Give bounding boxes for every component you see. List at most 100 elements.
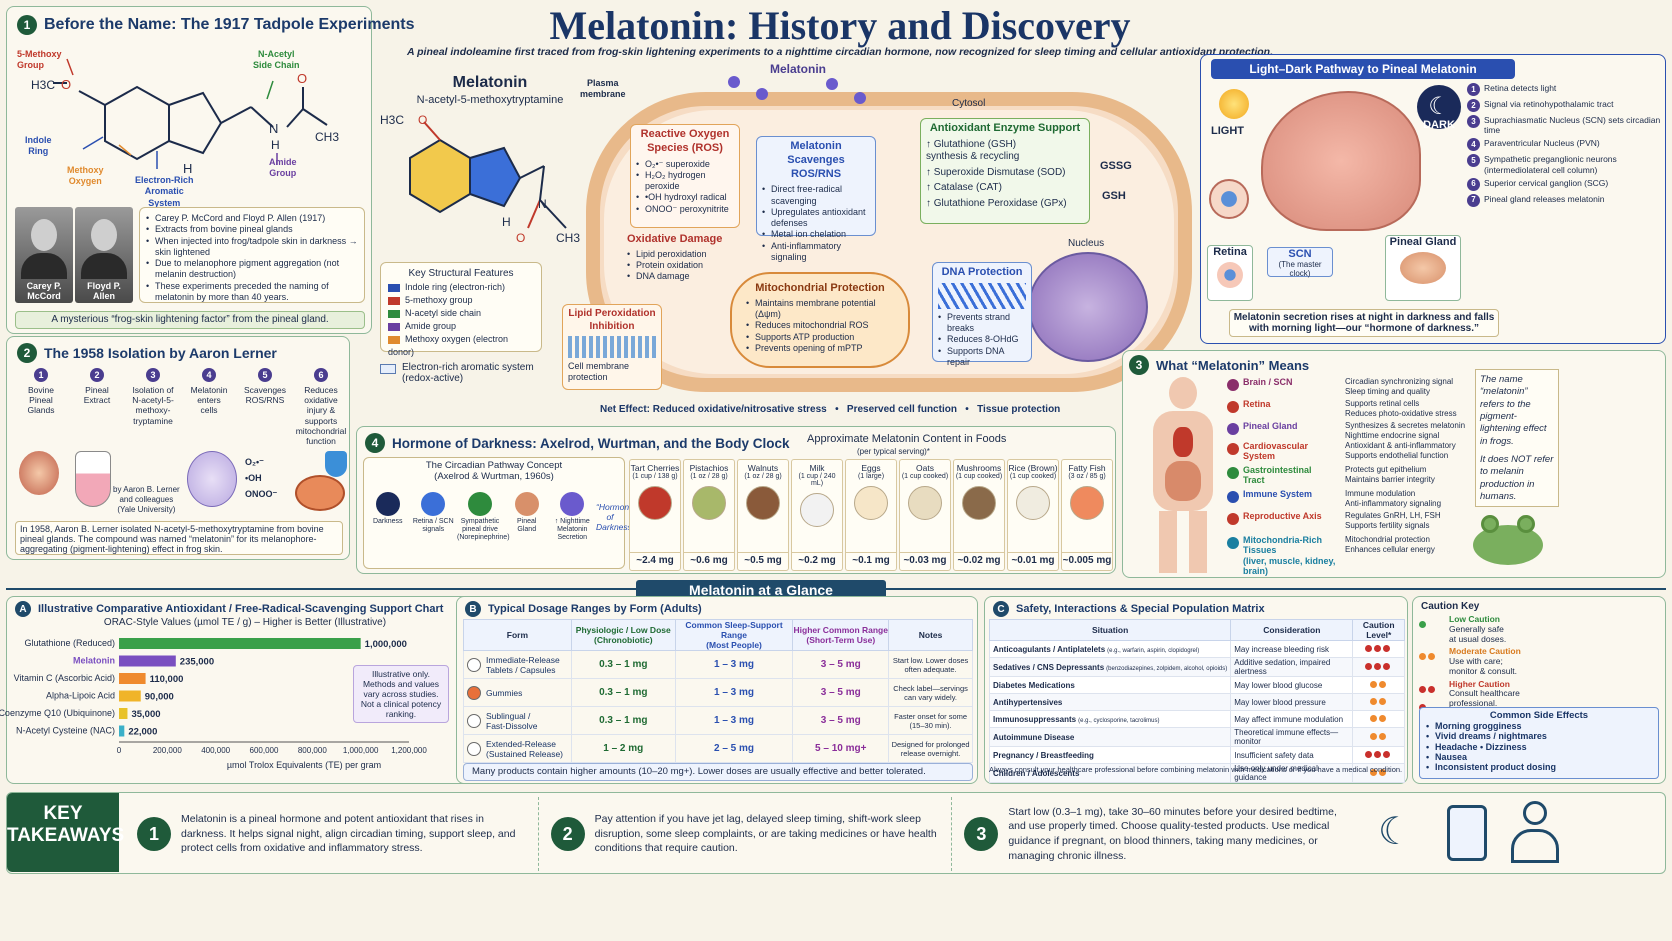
panel-title: Hormone of Darkness: Axelrod, Wurtman, a… [392, 435, 790, 451]
concept-step-label: ↑ Nighttime Melatonin Secretion [554, 518, 590, 542]
organ-name: Immune System [1243, 489, 1313, 499]
food-serving: (1 cup cooked) [1009, 473, 1057, 480]
food-serving: (1 cup cooked) [955, 473, 1003, 480]
step-number: 4 [1467, 138, 1480, 152]
dna-protection-box: DNA Protection Prevents strand breaks Re… [932, 262, 1032, 367]
label-n-acetyl: N-Acetyl Side Chain [253, 49, 300, 71]
organ-desc-item: Mitochondrial protection [1345, 535, 1430, 544]
fact-item: Carey P. McCord and Floyd P. Allen (1917… [146, 213, 358, 225]
food-name: Rice (Brown) [1008, 463, 1058, 473]
food-icon [692, 486, 726, 520]
mitochondrion-icon [295, 475, 345, 511]
fact-item: Due to melanophore pigment aggregation (… [146, 258, 358, 281]
value-label: 235,000 [180, 657, 214, 668]
food-icon [908, 486, 942, 520]
oxidative-title: Oxidative Damage [627, 233, 723, 245]
takeaway-number: 2 [550, 817, 585, 851]
situation-cell: Children / Adolescents [988, 763, 1232, 783]
food-serving: (1 cup / 240 mL) [798, 473, 836, 487]
organ-desc-item: Supports endothelial function [1345, 450, 1449, 460]
situation-example: (e.g., cyclosporine, tacrolimus) [1078, 718, 1160, 724]
food-item: Walnuts(1 oz / 28 g)~0.5 mg [737, 459, 789, 571]
situation: Anticoagulants / Antiplatelets [993, 645, 1106, 654]
table-header: Notes [888, 619, 973, 651]
caution-dot [1419, 621, 1426, 628]
caution-dot [1365, 645, 1373, 652]
section-letter: C [993, 601, 1009, 617]
step-number: 3 [1467, 115, 1480, 128]
organ-icon [1227, 467, 1239, 479]
chart-note: Illustrative only. Methods and values va… [353, 665, 449, 723]
x-tick-label: 0 [117, 746, 122, 755]
situation-cell: Autoimmune Disease [988, 727, 1232, 747]
panel-hormone-of-darkness: 4 Hormone of Darkness: Axelrod, Wurtman,… [356, 426, 1116, 574]
caution-level [1352, 676, 1405, 694]
caution-dot [1419, 653, 1426, 661]
caution-level [1352, 746, 1405, 764]
consideration: May increase bleeding risk [1230, 640, 1354, 658]
caution-level [1352, 693, 1405, 711]
step-text: Suprachiasmatic Nucleus (SCN) sets circa… [1484, 115, 1661, 136]
light-label: LIGHT [1211, 125, 1244, 137]
organ-desc-item: Enhances cellular energy [1345, 544, 1435, 554]
caution-level [1352, 640, 1405, 658]
legend-label: Methoxy oxygen (electron donor) [388, 334, 509, 358]
svg-text:O: O [418, 113, 427, 127]
amide-hydrogen: H [271, 138, 280, 152]
food-icon [1070, 486, 1104, 520]
organ-name: Cardiovascular System [1243, 441, 1309, 462]
x-tick-label: 600,000 [250, 746, 279, 755]
food-melatonin-mg: ~0.2 mg [792, 552, 842, 566]
organ-desc-item: Anti-inflammatory signaling [1345, 498, 1442, 508]
pathway-step: 3 Suprachiasmatic Nucleus (SCN) sets circ… [1467, 115, 1663, 135]
portrait-mccord: Carey P. McCord [15, 207, 73, 303]
structural-features-legend: Key Structural Features Indole ring (ele… [380, 262, 542, 357]
step-number: 6 [1467, 177, 1480, 191]
food-name: Milk [809, 463, 825, 473]
label-electron-rich: Electron-Rich Aromatic System [135, 175, 194, 208]
foods-title: Approximate Melatonin Content in Foods [807, 433, 1007, 445]
concept-step-label: Sympathetic pineal drive (Norepinephrine… [457, 518, 510, 542]
legend-item: Amide group [388, 320, 534, 333]
caution-level [1352, 657, 1405, 677]
situation: Sedatives / CNS Depressants [993, 663, 1105, 672]
section-number: 4 [365, 433, 385, 453]
retina-icon [1217, 262, 1243, 288]
consideration: Use only under medical guidance [1230, 763, 1354, 783]
melatonin-structure-diagram: O O H3C CH3 N H H [31, 58, 339, 176]
enzyme-support-box: Antioxidant Enzyme Support ↑ Glutathione… [920, 118, 1090, 224]
food-melatonin-mg: ~0.01 mg [1008, 552, 1058, 566]
legend-swatch [388, 283, 400, 292]
caution-dot [1374, 645, 1382, 652]
oxidative-damage-box: Oxidative Damage Lipid peroxidation Prot… [622, 230, 732, 290]
scavenge-item: Direct free-radical scavenging [762, 184, 870, 207]
aromatic-note: Electron-rich aromatic system (redox-act… [380, 362, 560, 384]
situation-example: (e.g., warfarin, aspirin, clopidogrel) [1107, 648, 1200, 654]
organ-name: Pineal Gland [1243, 421, 1298, 431]
carbonyl-oxygen: O [297, 71, 307, 86]
food-melatonin-mg: ~2.4 mg [630, 552, 680, 566]
retina-box: Retina [1207, 245, 1253, 301]
step-number: 1 [34, 368, 48, 382]
form-cell-inner: Immediate-Release Tablets / Capsules [467, 655, 568, 675]
caution-dot [1428, 685, 1435, 693]
ros-box: Reactive Oxygen Species (ROS) O₂•⁻ super… [630, 124, 740, 228]
glance-banner: Melatonin at a Glance [636, 580, 886, 600]
lipid-sub: Cell membrane protection [568, 361, 630, 383]
situation-cell: Pregnancy / Breastfeeding [988, 746, 1232, 764]
food-melatonin-mg: ~0.005 mg [1062, 552, 1112, 566]
panel-title: What “Melatonin” Means [1156, 357, 1310, 373]
caution-dot [1428, 653, 1435, 661]
food-melatonin-mg: ~0.02 mg [954, 552, 1004, 566]
chart-title: Illustrative Comparative Antioxidant / F… [38, 603, 444, 615]
side-effects: Common Side Effects Morning grogginess V… [1419, 707, 1659, 779]
foods-subtitle: (per typical serving)* [857, 447, 930, 456]
step-number: 1 [1467, 83, 1480, 96]
